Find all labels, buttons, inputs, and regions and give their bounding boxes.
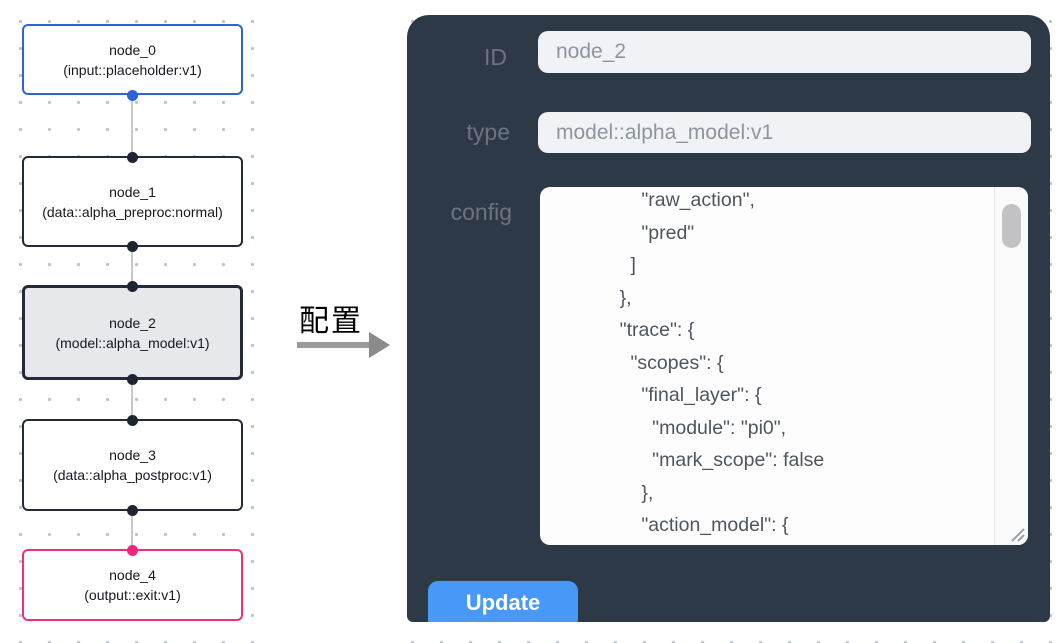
port-node1-out[interactable] xyxy=(126,240,138,252)
node-type-label: (model::alpha_model:v1) xyxy=(55,334,210,351)
flow-node-node1[interactable]: node_1 (data::alpha_preproc:normal) xyxy=(22,156,243,247)
type-input-value: model::alpha_model:v1 xyxy=(556,120,774,144)
port-node2-out[interactable] xyxy=(126,373,138,385)
node-name: node_2 xyxy=(109,314,156,331)
id-input[interactable]: node_2 xyxy=(538,31,1031,73)
node-type-label: (data::alpha_preproc:normal) xyxy=(42,203,223,220)
update-button[interactable]: Update xyxy=(428,581,578,622)
config-json-textarea[interactable]: "raw_action", "pred" ] }, "trace": { "sc… xyxy=(540,187,1028,545)
node-name: node_3 xyxy=(109,447,156,463)
flow-node-node3[interactable]: node_3 (data::alpha_postproc:v1) xyxy=(22,419,243,511)
config-annotation-label: 配置 xyxy=(299,305,363,338)
right-arrow-icon xyxy=(297,342,371,348)
edge-node2-node3 xyxy=(131,379,133,420)
edge-node1-node2 xyxy=(131,246,133,286)
node-type-label: (output::exit:v1) xyxy=(84,587,181,603)
config-field-label: config xyxy=(450,199,512,225)
config-json-text: "raw_action", "pred" ] }, "trace": { "sc… xyxy=(619,189,825,536)
edge-node3-node4 xyxy=(131,510,133,550)
node-name: node_4 xyxy=(109,567,156,583)
resize-handle-icon[interactable] xyxy=(1006,523,1026,543)
flow-node-node0[interactable]: node_0 (input::placeholder:v1) xyxy=(22,24,243,95)
scrollbar-thumb[interactable] xyxy=(1002,204,1021,248)
node-name: node_0 xyxy=(109,41,156,58)
port-node0-out[interactable] xyxy=(126,89,138,101)
node-type-label: (data::alpha_postproc:v1) xyxy=(53,467,212,483)
flow-node-node4[interactable]: node_4 (output::exit:v1) xyxy=(22,549,243,621)
port-node4-in[interactable] xyxy=(126,544,138,556)
id-input-value: node_2 xyxy=(556,40,627,63)
type-input[interactable]: model::alpha_model:v1 xyxy=(538,112,1031,153)
node-name: node_1 xyxy=(109,183,156,200)
port-node3-in[interactable] xyxy=(126,414,138,426)
flow-canvas[interactable]: node_0 (input::placeholder:v1) node_1 (d… xyxy=(0,0,272,643)
edge-node0-node1 xyxy=(131,95,133,157)
port-node2-in[interactable] xyxy=(126,280,138,292)
node-config-panel: ID node_2 type model::alpha_model:v1 con… xyxy=(407,15,1050,622)
id-field-label: ID xyxy=(484,44,507,70)
flow-node-node2-selected[interactable]: node_2 (model::alpha_model:v1) xyxy=(22,285,243,380)
node-type-label: (input::placeholder:v1) xyxy=(63,61,202,78)
right-arrow-head-icon xyxy=(369,332,390,358)
port-node3-out[interactable] xyxy=(126,504,138,516)
type-field-label: type xyxy=(466,119,510,145)
port-node1-in[interactable] xyxy=(126,151,138,163)
